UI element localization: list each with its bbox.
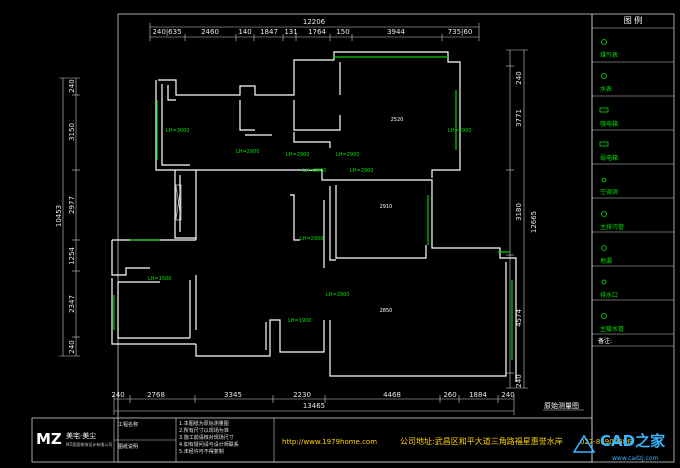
bottom-dim-seg: 4468 <box>383 391 401 399</box>
top-dim-seg: 3944 <box>387 28 405 36</box>
cad-logo-icon <box>572 434 596 453</box>
bottom-dim-seg: 260 <box>443 391 456 399</box>
right-dim-seg: 4574 <box>515 309 523 327</box>
title-note: 5.未经许可不得复制 <box>179 448 224 455</box>
legend-item: 主排污管 <box>600 223 624 231</box>
height-tag: LH=1900 <box>288 318 311 324</box>
right-dim-seg: 240 <box>515 374 523 387</box>
legend-item: 主暖水管 <box>600 325 624 333</box>
room-label: 2910 <box>380 204 393 210</box>
height-tag: LH=3000 <box>166 128 189 134</box>
company-address: 公司地址:武昌区和平大道三角路福星惠誉水岸 <box>400 436 563 446</box>
left-dim-seg: 240 <box>68 340 76 353</box>
legend-item: 水表 <box>600 85 612 93</box>
top-dim-seg: 1847 <box>260 28 278 36</box>
drain-outlet-icon <box>601 279 607 285</box>
cadzj-watermark: CAD之家 www.cadzj.com <box>572 432 665 462</box>
height-tag: LH=2900 <box>303 168 326 174</box>
top-dim-seg: 150 <box>336 28 349 36</box>
water-meter-icon <box>601 73 607 79</box>
gas-meter-icon <box>601 39 607 45</box>
drawing-name: 原始测量图 <box>544 401 579 410</box>
company-website[interactable]: http://www.1979home.com <box>282 438 377 446</box>
title-note: 3.施工前请核对现场尺寸 <box>179 434 234 441</box>
bottom-dim-seg: 1884 <box>469 391 487 399</box>
watermark-url: www.cadzj.com <box>612 455 659 462</box>
left-dimension-chain: 10453 240 3150 2977 1254 2347 240 <box>55 77 80 357</box>
top-dim-seg: 140 <box>238 28 251 36</box>
brand-logo: MZ <box>36 430 62 448</box>
room-label: 2850 <box>380 308 393 314</box>
bottom-dim-seg: 2768 <box>147 391 165 399</box>
top-dim-seg: 240|635 <box>152 28 181 36</box>
height-tag: LH=2900 <box>300 236 323 242</box>
legend-notes-label: 备注: <box>598 337 612 345</box>
height-tag: LH=2900 <box>236 149 259 155</box>
legend-panel: 图 例 煤气表 水表 强电箱 弱电箱 空调洞 主排污管 地漏 排水口 主暖水管 … <box>592 15 674 347</box>
left-dim-seg: 3150 <box>68 123 76 141</box>
room-label: 2520 <box>391 117 404 123</box>
top-dim-seg: 735|60 <box>448 28 473 36</box>
company-phone: 027-85909686 <box>580 438 632 446</box>
bottom-dim-seg: 2230 <box>293 391 311 399</box>
bottom-dim-seg: 240 <box>111 391 124 399</box>
ac-hole-icon <box>601 177 607 183</box>
brand-name: 美宅·美尘 <box>66 431 96 440</box>
title-note: 2.所有尺寸以现场为准 <box>179 427 229 434</box>
legend-item: 弱电箱 <box>600 154 618 162</box>
height-tag: LH=2900 <box>448 128 471 134</box>
watermark-brand: CAD之家 <box>600 432 665 450</box>
top-total-dim: 12206 <box>303 18 326 26</box>
height-tag: LH=2900 <box>326 292 349 298</box>
left-dim-seg: 2347 <box>68 295 76 313</box>
left-dim-seg: 240 <box>68 79 76 92</box>
height-tag: LH=2900 <box>336 152 359 158</box>
legend-frame <box>591 13 675 463</box>
right-dimension-chain: 240 3771 3180 4574 240 12665 <box>506 49 538 389</box>
left-dim-seg: 1254 <box>68 247 76 265</box>
left-total-dim: 10453 <box>55 205 63 227</box>
right-dim-seg: 240 <box>515 71 523 84</box>
legend-item: 煤气表 <box>600 51 618 59</box>
legend-item: 空调洞 <box>600 188 618 196</box>
top-dim-seg: 131 <box>284 28 297 36</box>
legend-item: 强电箱 <box>600 120 618 128</box>
floor-plan-walls <box>111 51 517 382</box>
top-dim-seg: 2460 <box>201 28 219 36</box>
top-dimension-chain: 12206 240|635 2460 140 1847 131 1764 150… <box>149 18 480 41</box>
bottom-dim-seg: 3345 <box>224 391 242 399</box>
title-box-label: 工程名称 <box>118 421 138 428</box>
right-dim-seg: 3180 <box>515 203 523 221</box>
height-tag: LH=1500 <box>148 276 171 282</box>
bottom-total-dim: 13465 <box>303 402 325 410</box>
brand-subtitle: MZ家居装饰设计有限公司 <box>66 441 112 447</box>
right-dim-seg: 3771 <box>515 109 523 127</box>
legend-item: 排水口 <box>600 291 618 299</box>
heating-pipe-icon <box>601 313 607 319</box>
right-total-dim: 12665 <box>530 211 538 233</box>
left-dim-seg: 2977 <box>68 196 76 214</box>
title-note: 1.本图纸为原始测量图 <box>179 420 229 427</box>
legend-item: 地漏 <box>600 257 612 265</box>
floor-drain-icon <box>601 245 607 251</box>
legend-title: 图 例 <box>624 15 643 25</box>
bottom-dim-seg: 240 <box>501 391 514 399</box>
top-dim-seg: 1764 <box>308 28 326 36</box>
height-tag: LH=2900 <box>286 152 309 158</box>
height-tag: LH=2900 <box>350 168 373 174</box>
title-box-label: 图纸说明 <box>118 443 138 450</box>
power-box-icon <box>599 107 609 113</box>
bottom-dimension-chain: 240 2768 3345 2230 4468 260 1884 240 134… <box>111 391 515 415</box>
title-block: MZ 美宅·美尘 MZ家居装饰设计有限公司 工程名称 图纸说明 1.本图纸为原始… <box>31 417 632 463</box>
weak-power-box-icon <box>599 141 609 147</box>
sewage-pipe-icon <box>601 211 607 217</box>
title-note: 4.如有疑问请与设计师联系 <box>179 441 239 448</box>
